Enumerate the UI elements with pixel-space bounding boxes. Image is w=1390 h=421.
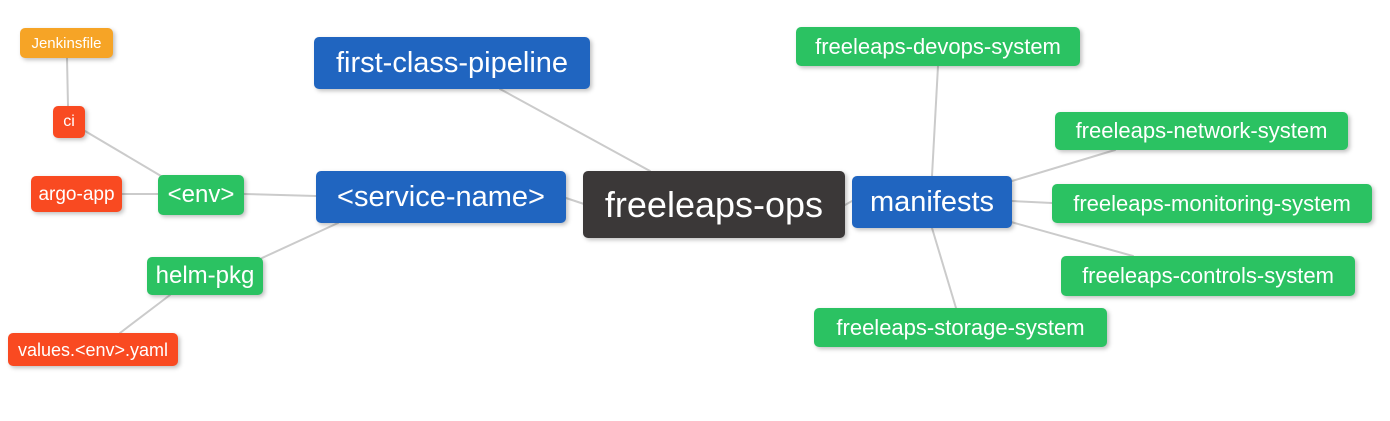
node-first-class-pipeline[interactable]: first-class-pipeline bbox=[314, 37, 590, 89]
node-env[interactable]: <env> bbox=[158, 175, 244, 215]
node-label: first-class-pipeline bbox=[335, 46, 569, 79]
node-freeleaps-devops-system[interactable]: freeleaps-devops-system bbox=[796, 27, 1080, 66]
node-label: ci bbox=[63, 113, 75, 130]
node-label: freeleaps-storage-system bbox=[836, 314, 1085, 340]
node-label: <service-name> bbox=[337, 180, 545, 213]
node-freeleaps-ops-root[interactable]: freeleaps-ops bbox=[583, 171, 845, 238]
node-label: freeleaps-ops bbox=[604, 183, 824, 225]
node-freeleaps-storage-system[interactable]: freeleaps-storage-system bbox=[814, 308, 1107, 347]
edge-freeleaps_ops-manifests bbox=[844, 200, 853, 206]
node-label: Jenkinsfile bbox=[31, 34, 102, 52]
edge-env-service_name bbox=[243, 193, 317, 197]
node-manifests[interactable]: manifests bbox=[852, 176, 1012, 228]
node-label: freeleaps-network-system bbox=[1075, 118, 1328, 143]
node-jenkinsfile[interactable]: Jenkinsfile bbox=[20, 28, 113, 58]
edge-first_class_pipeline-freeleaps_ops bbox=[499, 88, 651, 172]
node-argo-app[interactable]: argo-app bbox=[31, 176, 122, 212]
edge-manifests-monitoring_system bbox=[1011, 200, 1053, 204]
edge-manifests-storage_system bbox=[931, 227, 957, 309]
edge-ci-env bbox=[84, 130, 162, 177]
edge-jenkinsfile-ci bbox=[66, 57, 69, 107]
edge-service_name-freeleaps_ops bbox=[565, 197, 585, 205]
node-label: helm-pkg bbox=[155, 262, 255, 289]
node-label: freeleaps-monitoring-system bbox=[1073, 190, 1351, 216]
node-freeleaps-network-system[interactable]: freeleaps-network-system bbox=[1055, 112, 1348, 150]
edge-manifests-devops_system bbox=[931, 65, 939, 177]
edge-service_name-helm_pkg bbox=[261, 222, 339, 259]
edge-manifests-controls_system bbox=[1010, 221, 1134, 257]
node-values-env-yaml[interactable]: values.<env>.yaml bbox=[8, 333, 178, 366]
edge-helm_pkg-values_env_yaml bbox=[119, 294, 171, 334]
node-service-name[interactable]: <service-name> bbox=[316, 171, 566, 223]
node-label: freeleaps-devops-system bbox=[815, 33, 1061, 59]
node-ci[interactable]: ci bbox=[53, 106, 85, 138]
node-label: values.<env>.yaml bbox=[17, 339, 169, 360]
node-label: argo-app bbox=[38, 183, 115, 205]
node-helm-pkg[interactable]: helm-pkg bbox=[147, 257, 263, 295]
node-label: freeleaps-controls-system bbox=[1082, 263, 1334, 288]
node-label: <env> bbox=[167, 181, 235, 208]
edge-manifests-network_system bbox=[1011, 149, 1116, 182]
node-freeleaps-controls-system[interactable]: freeleaps-controls-system bbox=[1061, 256, 1355, 296]
node-freeleaps-monitoring-system[interactable]: freeleaps-monitoring-system bbox=[1052, 184, 1372, 223]
node-label: manifests bbox=[869, 185, 995, 218]
